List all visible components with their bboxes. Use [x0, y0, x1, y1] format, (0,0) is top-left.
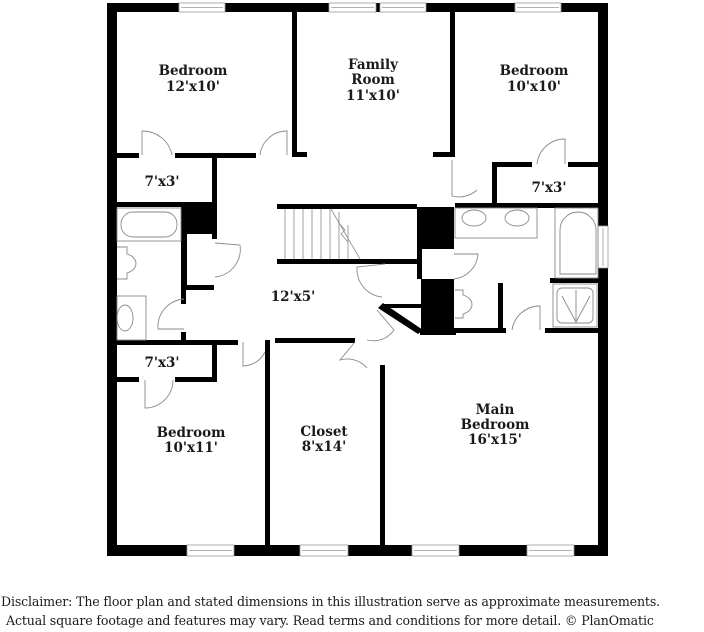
door-swing-icon [451, 160, 478, 198]
room-labels: Bedroom 12'x10' Family Room 11'x10' Bedr… [144, 57, 568, 456]
door-swing-icon [157, 298, 185, 330]
doors [141, 130, 566, 409]
room-dimensions-closet-ne: 7'x3' [531, 180, 566, 196]
room-dimensions-bedroom-ne: 10'x10' [507, 79, 561, 95]
room-label-bedroom-sw: Bedroom [157, 425, 226, 441]
room-dimensions-main-bedroom: 16'x15' [468, 432, 522, 448]
door-swing-icon [242, 342, 266, 367]
room-dimensions-closet-s: 8'x14' [302, 439, 347, 455]
door-swing-icon [338, 341, 368, 369]
bathtub-icon [116, 207, 182, 242]
room-dimensions-closet-sw: 7'x3' [144, 355, 179, 371]
door-swing-icon [214, 242, 241, 278]
windows [178, 2, 609, 557]
room-dimensions-family-room: 11'x10' [346, 88, 400, 104]
room-label-main-bedroom: Main [476, 402, 515, 418]
room-dimensions-bedroom-nw: 12'x10' [166, 79, 220, 95]
door-swing-icon [453, 253, 479, 280]
shower-icon [552, 283, 598, 328]
fixtures [116, 207, 599, 341]
sink-icon [116, 295, 147, 341]
door-swing-icon [144, 379, 174, 409]
door-swing-icon [366, 309, 395, 342]
room-dimensions-closet-nw: 7'x3' [144, 174, 179, 190]
disclaimer-line-1: Disclaimer: The floor plan and stated di… [1, 594, 660, 609]
staircase [284, 208, 361, 260]
door-swing-icon [536, 138, 566, 165]
disclaimer-line-2: Actual square footage and features may v… [6, 613, 654, 628]
room-dimensions-hallway: 12'x5' [271, 289, 316, 305]
door-swing-icon [259, 130, 288, 156]
interior-walls [117, 12, 598, 545]
door-swing-icon [511, 305, 541, 331]
room-label-main-bedroom-2: Bedroom [461, 417, 530, 433]
room-dimensions-bedroom-sw: 10'x11' [164, 440, 218, 456]
room-label-family-room: Family [348, 57, 399, 73]
floor-plan: Bedroom 12'x10' Family Room 11'x10' Bedr… [107, 2, 609, 557]
room-label-bedroom-nw: Bedroom [159, 63, 228, 79]
door-swing-icon [141, 130, 173, 156]
disclaimer: Disclaimer: The floor plan and stated di… [0, 592, 704, 630]
double-sink-icon [454, 207, 538, 239]
bathtub-icon [554, 207, 599, 279]
door-swing-icon [356, 263, 386, 298]
room-label-bedroom-ne: Bedroom [500, 63, 569, 79]
toilet-icon [117, 246, 137, 280]
room-label-family-room-2: Room [351, 72, 395, 88]
room-label-closet-s: Closet [300, 424, 348, 440]
toilet-icon [455, 289, 473, 319]
